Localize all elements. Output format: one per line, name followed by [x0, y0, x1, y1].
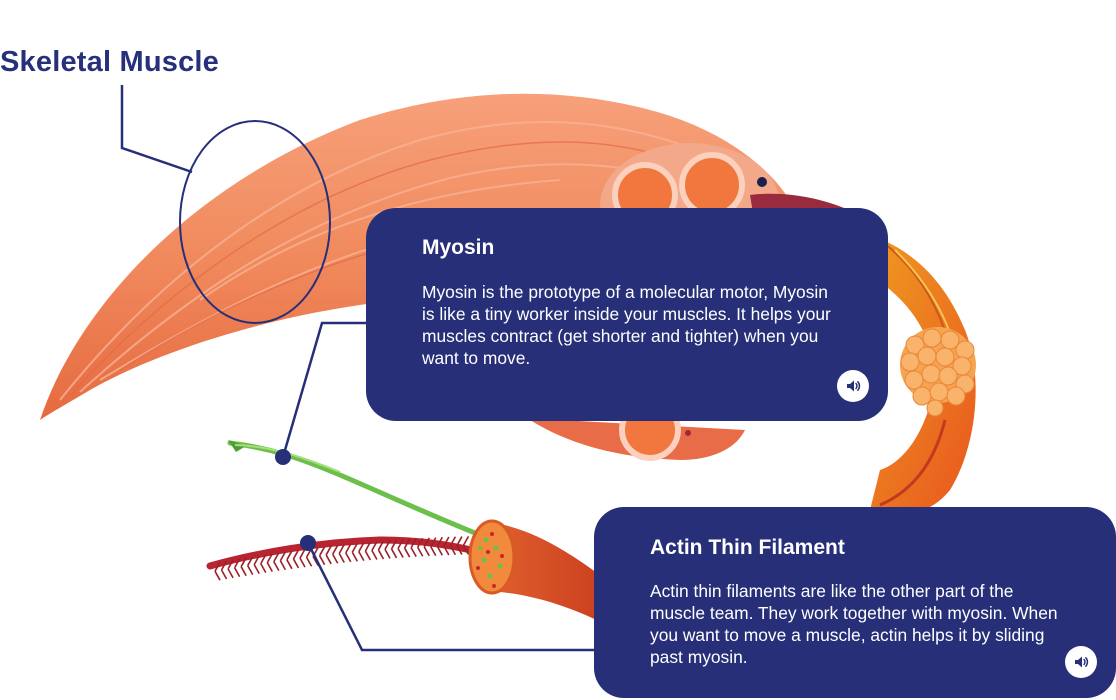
myosin-info-card: Myosin Myosin is the prototype of a mole…	[366, 208, 888, 421]
actin-description: Actin thin filaments are like the other …	[650, 581, 1058, 667]
muscle-tendon	[850, 230, 976, 515]
title-leader-line	[120, 85, 193, 174]
actin-leader-line	[306, 542, 596, 652]
actin-info-card: Actin Thin Filament Actin thin filaments…	[594, 507, 1116, 698]
actin-heading: Actin Thin Filament	[650, 536, 845, 559]
myosin-marker-dot	[275, 449, 291, 465]
actin-marker-dot	[300, 535, 316, 551]
speaker-icon	[1075, 656, 1089, 668]
myosin-leader-line	[281, 321, 368, 458]
myosin-heading: Myosin	[422, 236, 495, 259]
myosin-filament	[227, 440, 483, 538]
muscle-highlight-ring	[179, 120, 331, 324]
actin-audio-button[interactable]	[1065, 646, 1097, 678]
myosin-description: Myosin is the prototype of a molecular m…	[422, 282, 831, 368]
actin-filament	[206, 535, 484, 581]
page-title: Skeletal Muscle	[0, 46, 219, 78]
speaker-icon	[847, 380, 861, 392]
muscle-fiber-bundle	[468, 519, 620, 632]
myosin-audio-button[interactable]	[837, 370, 869, 402]
